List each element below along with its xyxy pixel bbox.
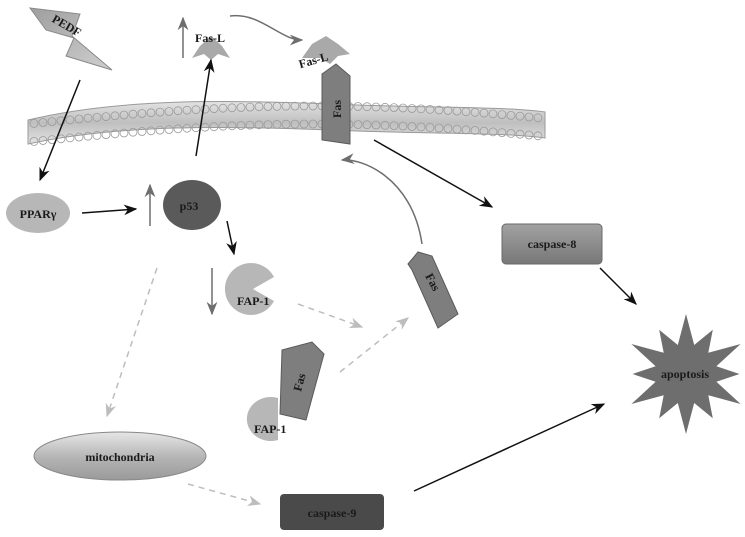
fasl-ligand-bound: Fas-L [297,36,350,71]
fas-free: Fas [407,251,459,329]
fasl-ligand-shape [192,36,230,60]
arrow-fas-to-membrane [340,153,423,245]
apoptosis-label: apoptosis [661,367,709,381]
fap1-complex-shape [246,397,278,442]
arrow-p53-to-fasl [195,58,215,157]
fasl-top-label: Fas-L [195,31,225,45]
caspase-9: caspase-9 [280,494,384,530]
p53-node: p53 [163,180,221,230]
ppar-label: PPARγ [20,207,57,221]
fas-membrane-label: Fas [330,100,344,118]
cell-membrane [27,100,546,146]
caspase8-label: caspase-8 [528,237,577,251]
fas-complex-shape [279,341,325,421]
fas-complex-label: Fas [290,371,308,392]
dashed-arrow-mito-to-caspase9 [187,483,262,506]
fap1-complex-label: FAP-1 [254,422,286,436]
mitochondria: mitochondria [33,431,207,481]
dashed-arrow-p53-to-mitochondria [105,267,158,418]
dashed-arrow-fap1-to-fas [297,303,364,328]
arrow-caspase9-to-apoptosis [413,403,606,492]
fas-membrane-receptor: Fas [321,63,351,145]
fasl-ligand-top: Fas-L [177,16,230,60]
arrow-p53-to-fap1 [226,220,237,256]
arrow-caspase8-to-apoptosis [599,267,637,305]
mitochondria-label: mitochondria [85,450,154,464]
arrow-fasl-to-receptor [229,14,304,46]
caspase9-label: caspase-9 [308,506,357,520]
ppar-gamma: PPARγ [6,193,70,233]
fap1-free: FAP-1 [206,263,274,316]
fasl-bound-shape [302,36,350,64]
arrow-ppar-to-p53 [81,204,138,216]
caspase-8: caspase-8 [501,223,603,265]
arrow-pedf-to-ppar [39,79,81,182]
fap1-free-label: FAP-1 [237,294,269,308]
p53-label: p53 [180,199,199,213]
arrow-fas-to-caspase8 [373,139,494,208]
dashed-arrow-complex-to-fas [339,317,410,373]
fap1-free-shape [224,263,274,315]
fasl-receptor-label: Fas-L [297,49,330,71]
pedf-bolt: PEDF [28,7,113,71]
fas-fap1-complex: Fas FAP-1 [246,341,325,442]
apoptosis-starburst: apoptosis [631,314,741,434]
